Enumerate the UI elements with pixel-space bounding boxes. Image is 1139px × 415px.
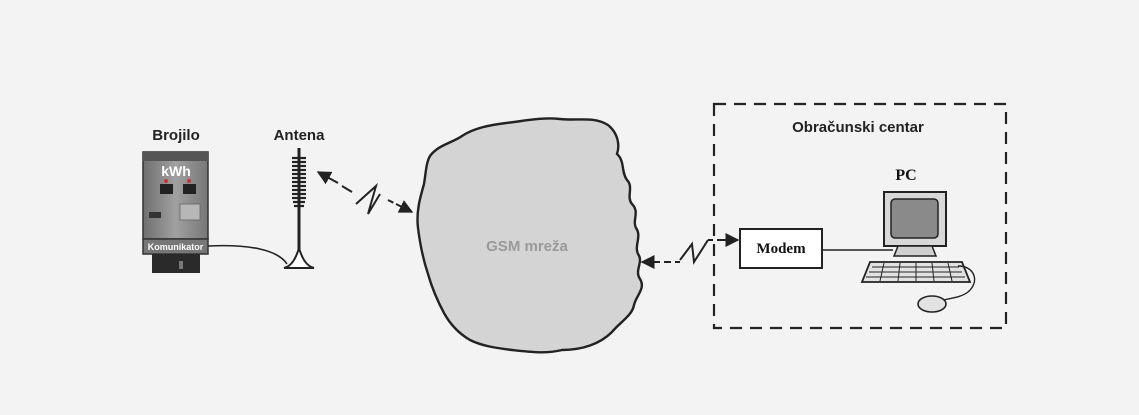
antenna-coil: [292, 156, 306, 208]
pc: [860, 191, 976, 313]
pc-mouse-cable: [943, 265, 976, 301]
modem-box: [739, 228, 823, 269]
radio-link-gsm-modem: [640, 233, 740, 269]
meter-display-label: kWh: [161, 163, 191, 179]
radio-link-antenna-gsm: [316, 171, 414, 215]
pc-keyboard-keys: [866, 262, 965, 282]
billing-center: Obračunski centar Modem PC: [712, 102, 1008, 330]
meter-body: [142, 151, 209, 240]
meter-counter-left: [160, 184, 173, 194]
meter-counter-right: [183, 184, 196, 194]
meter-top-band: [143, 152, 208, 161]
meter-indicator-left: [164, 179, 168, 183]
modem-label: Modem: [756, 241, 806, 257]
antenna: Antena: [274, 127, 325, 269]
antenna-label: Antena: [274, 127, 325, 144]
meter-plate: [149, 212, 161, 218]
meter-indicator-right: [187, 179, 191, 183]
communicator-label: Komunikator: [148, 242, 204, 252]
meter-label: Brojilo: [152, 127, 200, 144]
gsm-network: GSM mreža: [416, 117, 644, 354]
pc-label: PC: [895, 167, 916, 184]
meter-antenna-cable: [207, 244, 288, 265]
meter-small-panel: [179, 203, 201, 221]
pc-mouse: [917, 295, 947, 313]
meter-base: [152, 254, 200, 273]
gsm-network-label: GSM mreža: [486, 238, 568, 255]
meter-base-slot: [179, 261, 183, 269]
gsm-cloud: [416, 117, 644, 354]
antenna-base: [283, 244, 315, 269]
pc-monitor-screen: [890, 198, 939, 239]
meter: Brojilo kWh Komunikator: [142, 127, 209, 273]
billing-center-label: Obračunski centar: [792, 119, 924, 136]
pc-monitor-stand: [892, 245, 938, 257]
billing-center-frame: [712, 102, 1008, 330]
